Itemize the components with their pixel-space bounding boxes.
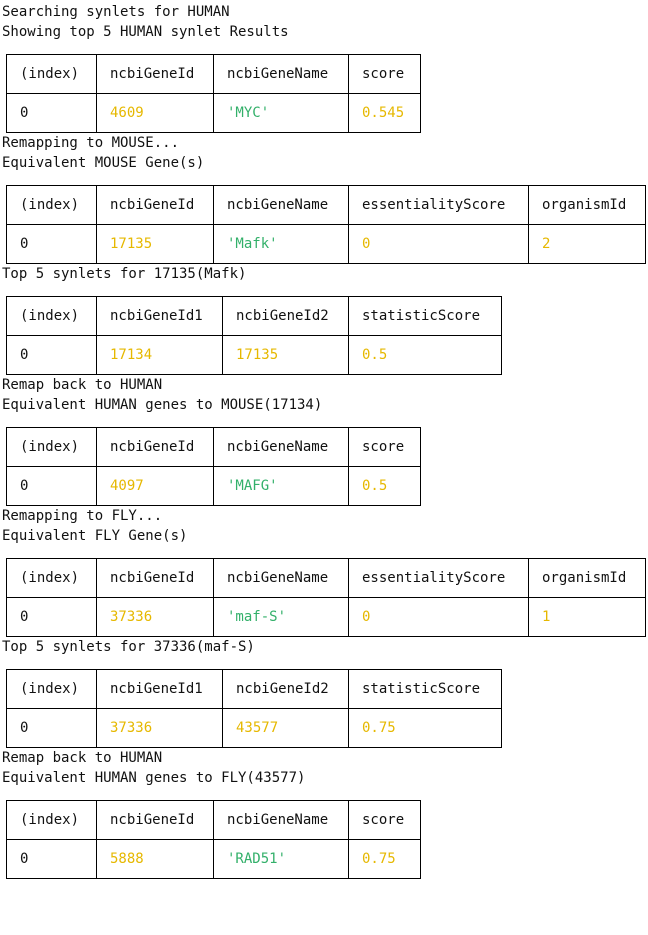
column-header: ncbiGeneId2 [222,669,349,709]
column-header: ncbiGeneId [96,558,214,598]
column-header: (index) [6,296,97,336]
table-cell: 4609 [96,93,214,133]
console-line: Equivalent FLY Gene(s) [2,528,188,544]
table-cell: 37336 [96,597,214,637]
table-cell: 0.545 [348,93,421,133]
console-line: Remap back to HUMAN [2,750,163,766]
console-line: Searching synlets for HUMAN [2,4,230,20]
console-line: Top 5 synlets for 37336(maf-S) [2,639,255,655]
console-line: Equivalent MOUSE Gene(s) [2,155,205,171]
column-header: (index) [6,427,97,467]
console-line: Equivalent HUMAN genes to FLY(43577) [2,770,306,786]
table-cell: 0 [6,93,97,133]
table-cell: 2 [528,224,646,264]
column-header: essentialityScore [348,185,529,225]
column-header: organismId [528,185,646,225]
table-cell: 'Mafk' [213,224,349,264]
column-header: ncbiGeneId2 [222,296,349,336]
table-cell: 0 [6,224,97,264]
console-line: Remapping to MOUSE... [2,135,180,151]
table-cell: 43577 [222,708,349,748]
console-line: Top 5 synlets for 17135(Mafk) [2,266,247,282]
console-line: Equivalent HUMAN genes to MOUSE(17134) [2,397,323,413]
column-header: (index) [6,800,97,840]
column-header: essentialityScore [348,558,529,598]
column-header: (index) [6,558,97,598]
table-cell: 0 [6,839,97,879]
table-cell: 17134 [96,335,223,375]
table-cell: 5888 [96,839,214,879]
column-header: score [348,427,421,467]
table-cell: 0.5 [348,466,421,506]
table-cell: 4097 [96,466,214,506]
table-cell: 'MYC' [213,93,349,133]
table-cell: 'maf-S' [213,597,349,637]
column-header: ncbiGeneId [96,800,214,840]
column-header: ncbiGeneName [213,54,349,94]
table-cell: 0 [348,597,529,637]
console-output: Searching synlets for HUMAN Showing top 5… [2,4,646,879]
table-cell: 17135 [96,224,214,264]
column-header: ncbiGeneName [213,558,349,598]
table-cell: 'RAD51' [213,839,349,879]
column-header: ncbiGeneId1 [96,296,223,336]
table-cell: 1 [528,597,646,637]
table-cell: 0 [6,708,97,748]
column-header: ncbiGeneId [96,185,214,225]
table-cell: 0 [348,224,529,264]
column-header: ncbiGeneName [213,800,349,840]
column-header: (index) [6,185,97,225]
column-header: (index) [6,669,97,709]
column-header: statisticScore [348,669,502,709]
column-header: ncbiGeneId1 [96,669,223,709]
console-line: Showing top 5 HUMAN synlet Results [2,24,289,40]
column-header: score [348,800,421,840]
console-line: Remap back to HUMAN [2,377,163,393]
table-cell: 17135 [222,335,349,375]
column-header: (index) [6,54,97,94]
table-cell: 0 [6,335,97,375]
column-header: ncbiGeneName [213,185,349,225]
table-cell: 0 [6,466,97,506]
column-header: ncbiGeneId [96,427,214,467]
table-cell: 37336 [96,708,223,748]
table-cell: 0 [6,597,97,637]
table-cell: 0.75 [348,839,421,879]
column-header: ncbiGeneName [213,427,349,467]
column-header: score [348,54,421,94]
column-header: organismId [528,558,646,598]
column-header: ncbiGeneId [96,54,214,94]
column-header: statisticScore [348,296,502,336]
table-cell: 0.75 [348,708,502,748]
table-cell: 'MAFG' [213,466,349,506]
console-line: Remapping to FLY... [2,508,163,524]
table-cell: 0.5 [348,335,502,375]
